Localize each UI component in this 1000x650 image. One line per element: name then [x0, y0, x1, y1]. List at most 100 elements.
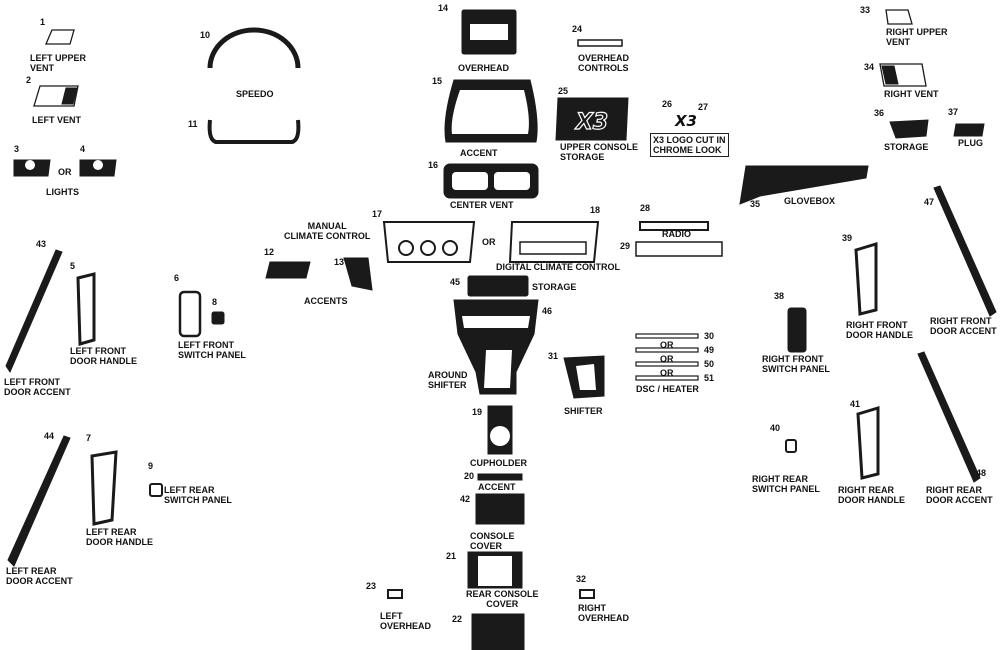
part-right-rear-door-handle: [856, 405, 880, 480]
part-number: 48: [976, 468, 987, 478]
part-right-front-door-handle: [854, 241, 878, 316]
label-or-dsc-3: OR: [660, 368, 674, 378]
label-glovebox: GLOVEBOX: [784, 196, 836, 206]
part-right-front-door-accent: [933, 185, 997, 317]
part-digital-climate: [508, 221, 600, 263]
part-plug: [953, 123, 985, 137]
part-right-rear-switch: [785, 439, 797, 453]
part-lower-radio: [635, 241, 723, 257]
part-accent-13: [343, 257, 373, 291]
part-number: 11: [188, 119, 198, 129]
part-number: 25: [558, 86, 569, 96]
part-number: 28: [640, 203, 651, 213]
part-number: 46: [542, 306, 553, 316]
part-number: 38: [774, 291, 785, 301]
part-number: 18: [590, 205, 601, 215]
part-dsc-49: [635, 347, 699, 353]
part-upper-console-storage: [555, 97, 629, 141]
label-accent-20: ACCENT: [478, 482, 516, 492]
part-left-overhead: [387, 589, 403, 599]
label-digital-climate: DIGITAL CLIMATE CONTROL: [496, 262, 620, 272]
label-or-climate: OR: [482, 237, 496, 247]
label-or: OR: [58, 167, 72, 177]
label-dsc-heater: DSC / HEATER: [636, 384, 699, 394]
label-right-vent: RIGHT VENT: [884, 89, 939, 99]
part-number: 19: [472, 407, 483, 417]
part-22: [471, 613, 525, 650]
label-cupholder: CUPHOLDER: [470, 458, 528, 468]
part-left-vent: [33, 85, 79, 107]
part-number: 4: [80, 144, 86, 154]
part-lights-4-knob: [93, 160, 103, 170]
part-glovebox: [739, 165, 869, 205]
label-overhead: OVERHEAD: [458, 63, 510, 73]
part-number: 45: [450, 277, 461, 287]
part-center-vent-hole-l: [452, 172, 488, 190]
part-number: 47: [924, 197, 935, 207]
part-number: 50: [704, 359, 715, 369]
part-number: 39: [842, 233, 853, 243]
part-number: 21: [446, 551, 457, 561]
part-number: 49: [704, 345, 715, 355]
part-number: 32: [576, 574, 587, 584]
part-number: 16: [428, 160, 439, 170]
part-left-rear-door-handle: [90, 450, 118, 526]
part-number: 35: [750, 199, 761, 209]
part-number: 29: [620, 241, 631, 251]
label-plug: PLUG: [958, 138, 984, 148]
part-right-overhead: [579, 589, 595, 599]
part-number: 8: [212, 297, 218, 307]
part-lights-3-knob: [25, 160, 35, 170]
part-right-storage: [889, 119, 929, 139]
part-number: 33: [860, 5, 871, 15]
part-storage-45: [467, 275, 529, 297]
part-number: 2: [26, 75, 32, 85]
part-accent-20: [477, 473, 523, 481]
part-number: 44: [44, 431, 55, 441]
part-number: 31: [548, 351, 559, 361]
part-number: 41: [850, 399, 861, 409]
part-around-shifter-hole: [484, 350, 512, 388]
part-left-rear-door-accent: [7, 435, 71, 567]
part-dsc-50: [635, 361, 699, 367]
label-radio: RADIO: [662, 229, 691, 239]
part-overhead-controls: [577, 39, 623, 47]
part-number: 26: [662, 99, 673, 109]
label-accents: ACCENTS: [304, 296, 348, 306]
part-number: 43: [36, 239, 47, 249]
part-number: 23: [366, 581, 377, 591]
part-number: 22: [452, 614, 463, 624]
part-left-front-switch-8: [211, 311, 225, 325]
part-overhead-hole: [470, 24, 508, 40]
part-right-upper-vent: [885, 9, 913, 25]
label-accent: ACCENT: [460, 148, 498, 158]
part-console-cover: [475, 493, 525, 525]
part-number: 6: [174, 273, 180, 283]
part-left-front-door-handle: [76, 272, 96, 346]
x3-logo-text-25: X3: [574, 110, 608, 135]
part-number: 17: [372, 209, 383, 219]
label-storage-right: STORAGE: [884, 142, 929, 152]
part-number: 42: [460, 494, 471, 504]
part-number: 27: [698, 102, 709, 112]
part-accent-12: [265, 261, 311, 279]
part-number: 7: [86, 433, 92, 443]
part-left-front-door-accent: [5, 249, 63, 374]
part-number: 51: [704, 373, 715, 383]
part-speedo: [207, 27, 301, 69]
